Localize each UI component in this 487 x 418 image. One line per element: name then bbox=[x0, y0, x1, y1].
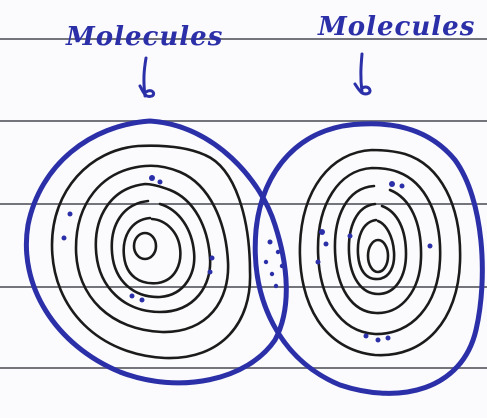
arrow-left bbox=[140, 58, 154, 97]
arrow-right bbox=[355, 54, 370, 94]
right-rings bbox=[300, 150, 460, 355]
left-cell-boundary bbox=[26, 121, 286, 383]
molecule-dots bbox=[62, 175, 433, 343]
